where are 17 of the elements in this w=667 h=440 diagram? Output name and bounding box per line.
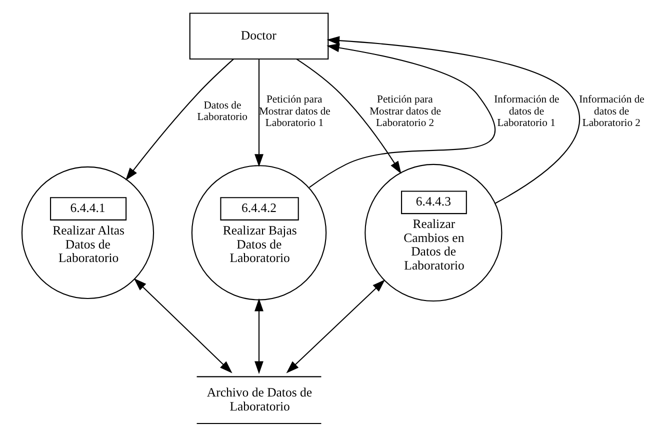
edge-label: Información de datos de Laboratorio 1 (494, 94, 560, 128)
edge-label: Petición para Mostrar datos de Laboratorio 2 (370, 94, 442, 128)
edge-label: Datos de Laboratorio (197, 100, 248, 123)
arrow (296, 58, 402, 174)
node-circle: 6.4.4.3 Realizar Cambios en Datos de Laboratorio (364, 163, 502, 302)
arrow (309, 42, 496, 188)
arrow (286, 279, 386, 373)
arrow (326, 36, 580, 204)
node-box: Doctor (189, 12, 329, 60)
node-circle: 6.4.4.2 Realizar Bajas Datos de Laboratorio (191, 164, 327, 300)
arrow (134, 278, 232, 373)
arrow (126, 58, 234, 180)
node-text: Archivo de Datos de Laboratorio (206, 384, 312, 413)
edge-label: Información de datos de Laboratorio 2 (579, 94, 644, 128)
arrow (254, 58, 264, 166)
arrow (254, 298, 264, 374)
edge-label: Petición para Mostrar datos de Laboratorio 1 (259, 94, 330, 128)
